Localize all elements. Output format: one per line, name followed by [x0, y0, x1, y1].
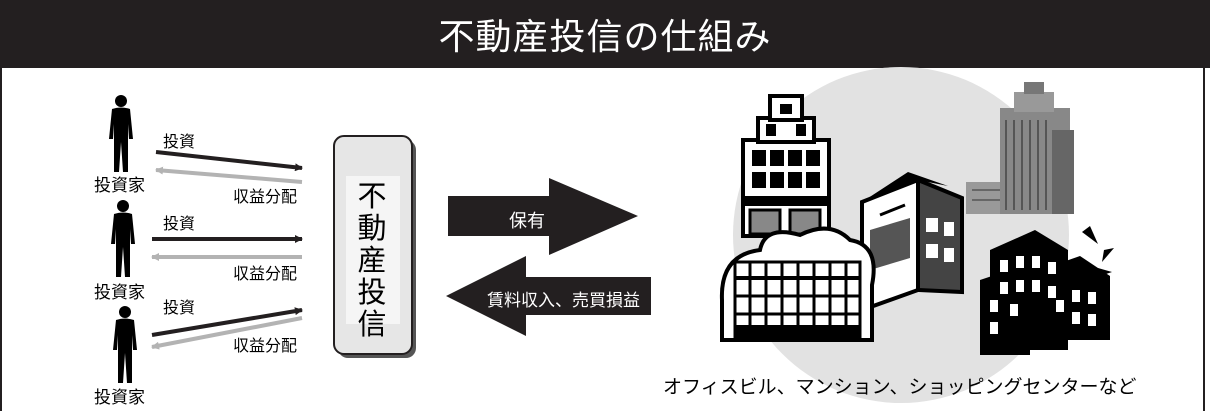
income-label: 賃料収入、売買損益	[487, 291, 640, 311]
reit-char: 信	[357, 307, 387, 341]
reit-char: 不	[357, 179, 387, 213]
reit-inner	[346, 176, 400, 324]
reit-char: 産	[357, 243, 387, 277]
property-caption: オフィスビル、マンション、ショッピングセンターなど	[663, 376, 1137, 398]
invest-label: 投資	[163, 298, 196, 317]
invest-arrow	[151, 307, 303, 337]
retail-building-icon	[741, 94, 831, 238]
historic-building-icon	[719, 226, 876, 342]
hold-arrow	[448, 178, 638, 255]
diagram-frame	[0, 68, 1205, 411]
investor-label: 投資家	[94, 176, 145, 196]
dividend-label: 収益分配	[233, 264, 298, 283]
person-icon	[113, 306, 137, 383]
investor-label: 投資家	[94, 283, 145, 303]
invest-label: 投資	[163, 214, 196, 233]
hold-label: 保有	[509, 211, 545, 232]
reit-char: 投	[357, 275, 387, 309]
office-building-icon	[860, 172, 964, 313]
dividend-label: 収益分配	[233, 336, 298, 355]
reit-char: 動	[357, 211, 387, 245]
dividend-label: 収益分配	[233, 187, 298, 206]
dividend-arrow	[155, 166, 303, 184]
page-title: 不動産投信の仕組み	[438, 17, 772, 58]
person-icon	[111, 200, 135, 277]
skyscraper-icon	[966, 82, 1074, 214]
income-arrow	[446, 256, 651, 336]
investor-label: 投資家	[94, 388, 145, 408]
title-bar: 不動産投信の仕組み	[0, 0, 1210, 68]
person-icon	[109, 95, 133, 172]
invest-arrow	[155, 150, 303, 172]
invest-label: 投資	[163, 132, 196, 151]
reit-label: 不 動 産 投 信	[344, 180, 400, 340]
dividend-arrow	[151, 316, 303, 350]
apartment-buildings-icon	[980, 226, 1114, 355]
